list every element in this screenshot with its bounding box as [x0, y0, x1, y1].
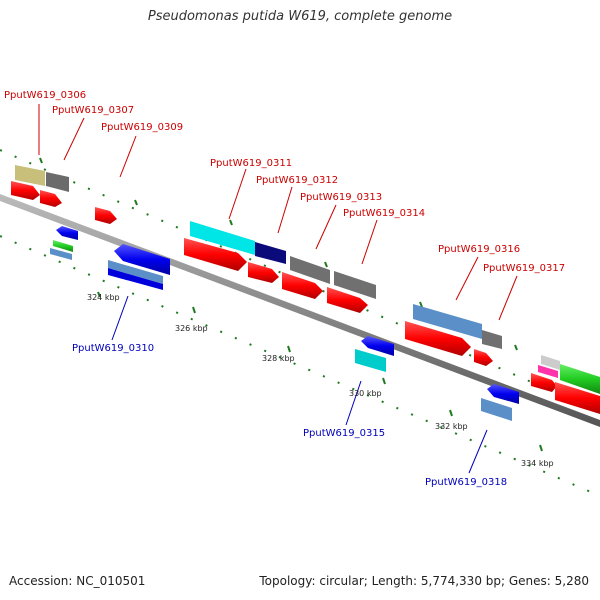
gene-label-0307[interactable]: PputW619_0307 — [52, 105, 134, 116]
ruler-label-330: 330 kbp — [349, 389, 382, 398]
genome-backbone — [0, 194, 600, 427]
leader-0312 — [277, 186, 293, 234]
gene-0311-bar[interactable] — [190, 221, 255, 255]
gene-label-0318[interactable]: PputW619_0318 — [425, 477, 507, 488]
tick-mark — [287, 345, 291, 353]
label-leaders — [38, 104, 518, 474]
gene-0310-bar[interactable] — [108, 260, 163, 284]
gene-0315-arrow[interactable] — [361, 336, 394, 356]
gene-0315-bar[interactable] — [355, 349, 386, 372]
gene-0314-bar[interactable] — [334, 271, 376, 299]
ruler-label-328: 328 kbp — [262, 354, 295, 363]
tick-mark — [192, 306, 196, 314]
accession-text: Accession: NC_010501 — [9, 574, 146, 588]
genome-summary-text: Topology: circular; Length: 5,774,330 bp… — [259, 574, 589, 588]
gene-0306-bar[interactable] — [15, 165, 45, 186]
gene-0318-arrow[interactable] — [487, 384, 519, 404]
gene-0307-arrow[interactable] — [40, 190, 62, 207]
gene-0316-bar[interactable] — [413, 304, 482, 339]
leader-0315 — [345, 380, 362, 426]
tick-mark — [382, 377, 386, 385]
gene-label-0310[interactable]: PputW619_0310 — [72, 343, 154, 354]
forward-strand-features — [11, 165, 600, 414]
ruler-labels: 324 kbp 326 kbp 328 kbp 330 kbp 332 kbp … — [87, 293, 554, 468]
tick-mark — [134, 199, 138, 206]
gene-0307-bar[interactable] — [46, 172, 69, 192]
outer-track-upper — [0, 149, 600, 413]
tick-mark — [324, 261, 328, 268]
gene-0313-bar[interactable] — [290, 256, 330, 284]
gene-0313-arrow[interactable] — [282, 272, 323, 299]
gene-edge-red-arrow-1[interactable] — [531, 373, 557, 392]
gene-0317-arrow[interactable] — [474, 349, 493, 366]
tick-mark — [39, 157, 43, 164]
gene-edge-red-arrow-2[interactable] — [555, 382, 600, 414]
gene-label-0309[interactable]: PputW619_0309 — [101, 122, 183, 133]
tick-mark — [97, 291, 101, 298]
ruler-label-326: 326 kbp — [175, 324, 208, 333]
inner-track-lower — [0, 235, 600, 497]
gene-0311-arrow[interactable] — [184, 238, 247, 271]
tick-mark — [229, 219, 233, 226]
gene-0318-bar[interactable] — [481, 398, 512, 421]
leader-0311 — [228, 168, 247, 220]
leader-0309 — [119, 135, 137, 178]
ruler-ticks — [39, 157, 543, 452]
leader-0314 — [361, 219, 378, 265]
gene-label-0311[interactable]: PputW619_0311 — [210, 158, 292, 169]
gene-0310-bar-blue[interactable] — [108, 268, 163, 290]
tick-mark — [419, 301, 423, 308]
tick-mark — [539, 444, 543, 452]
gene-label-0312[interactable]: PputW619_0312 — [256, 175, 338, 186]
leader-0307 — [63, 117, 85, 161]
gene-label-0317[interactable]: PputW619_0317 — [483, 263, 565, 274]
dotted-tracks — [0, 149, 600, 497]
gene-edge-green-bar[interactable] — [560, 364, 600, 394]
leader-0310 — [111, 295, 129, 341]
ruler-label-324: 324 kbp — [87, 293, 120, 302]
tick-mark — [514, 344, 518, 351]
reverse-strand-features — [50, 226, 519, 421]
gene-0317-bar[interactable] — [482, 330, 502, 349]
gene-label-layer: PputW619_0306 PputW619_0307 PputW619_030… — [4, 90, 565, 488]
gene-edge-grey-bar[interactable] — [541, 355, 560, 370]
gene-label-0315[interactable]: PputW619_0315 — [303, 428, 385, 439]
leader-0317 — [498, 275, 518, 321]
leader-0313 — [315, 204, 337, 250]
gene-label-0306[interactable]: PputW619_0306 — [4, 90, 86, 101]
genome-title: Pseudomonas putida W619, complete genome — [147, 9, 453, 24]
gene-small-green-bar[interactable] — [53, 240, 73, 252]
gene-small-blue-arrow[interactable] — [56, 226, 78, 240]
gene-label-0314[interactable]: PputW619_0314 — [343, 208, 425, 219]
gene-0306-arrow[interactable] — [11, 181, 40, 200]
ruler-label-332: 332 kbp — [435, 422, 468, 431]
gene-label-0313[interactable]: PputW619_0313 — [300, 192, 382, 203]
tick-mark — [449, 409, 453, 417]
gene-0309-arrow[interactable] — [95, 207, 117, 224]
gene-edge-pink-bar[interactable] — [538, 365, 558, 378]
ruler-label-334: 334 kbp — [521, 459, 554, 468]
gene-label-0316[interactable]: PputW619_0316 — [438, 244, 520, 255]
gene-0312-arrow[interactable] — [248, 262, 279, 283]
gene-small-blue-bar[interactable] — [50, 248, 72, 260]
gene-0314-arrow[interactable] — [327, 287, 368, 313]
gene-0312-bar[interactable] — [255, 242, 286, 264]
leader-0316 — [455, 256, 479, 301]
gene-0310-arrow[interactable] — [114, 244, 170, 275]
gene-0316-arrow[interactable] — [405, 321, 471, 356]
leader-0318 — [468, 429, 488, 474]
